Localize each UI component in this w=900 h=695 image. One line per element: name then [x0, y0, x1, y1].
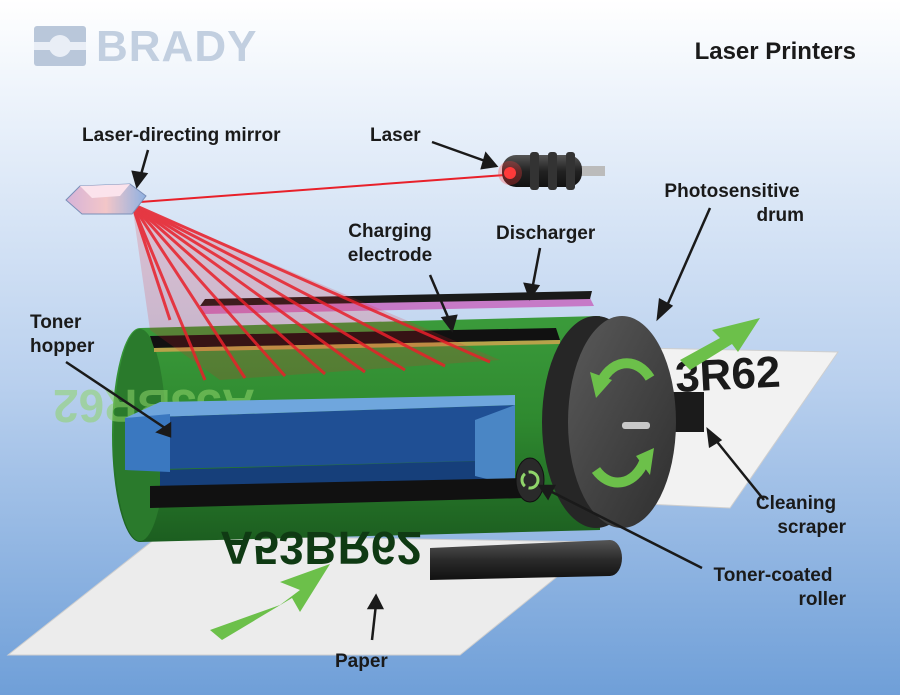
label-drum-line1: Photosensitive: [664, 181, 800, 202]
label-roller-line1: Toner-coated: [713, 565, 833, 586]
label-mirror: Laser-directing mirror: [82, 125, 281, 146]
laser-unit: [498, 152, 605, 190]
label-scraper-line2: scraper: [777, 517, 846, 538]
label-drum-line2: drum: [756, 205, 805, 226]
label-photosensitive-drum: Photosensitive drum: [640, 180, 824, 228]
label-paper: Paper: [335, 651, 388, 672]
label-hopper-line2: hopper: [30, 336, 95, 357]
label-charging-line1: Charging: [348, 221, 432, 242]
label-toner-coated-roller: Toner-coated roller: [700, 564, 846, 612]
laser-directing-mirror: [65, 183, 147, 215]
label-charging-line2: electrode: [347, 245, 433, 266]
toner-hopper: [125, 395, 515, 492]
drum-rotation-arrowhead-top: [590, 372, 612, 398]
label-charging-electrode: Charging electrode: [330, 220, 450, 268]
label-roller-line2: roller: [798, 589, 846, 610]
brady-logo-text: BRADY: [96, 22, 258, 71]
toner-roller-strip: [150, 478, 525, 508]
drum-print-bottom: A53BR62: [220, 522, 422, 574]
label-pointers: [65, 140, 765, 641]
label-discharger: Discharger: [496, 223, 596, 244]
discharger-bar-top: [200, 291, 592, 306]
label-laser: Laser: [370, 125, 421, 146]
label-cleaning-scraper: Cleaning scraper: [746, 492, 846, 540]
label-toner-hopper: Toner hopper: [30, 311, 94, 359]
laser-beam-fan: [132, 204, 500, 380]
drum-end-cap: [568, 316, 676, 528]
label-hopper-line1: Toner: [30, 312, 82, 333]
laser-main-beam: [139, 174, 506, 203]
toner-roller-end: [515, 457, 545, 503]
toner-roller-rotation-icon: [520, 470, 540, 490]
drum-rotation-arrow-bottom: [591, 459, 649, 488]
charging-electrode-edge: [154, 340, 560, 352]
paper-feed-arrow: [210, 564, 330, 640]
paper-exit-arrow: [680, 318, 760, 370]
discharger-bar: [200, 298, 594, 314]
drum-rotation-arrow-top: [595, 358, 655, 387]
laser-beams: [130, 202, 491, 381]
brady-logo: [34, 26, 86, 66]
page-title: Laser Printers: [694, 38, 856, 65]
paper-feed-roller: [430, 540, 622, 580]
label-scraper-line1: Cleaning: [755, 493, 837, 514]
drum-axle: [622, 422, 650, 429]
cleaning-scraper: [672, 392, 704, 432]
drum-rotation-arrowhead-bottom: [636, 448, 654, 475]
